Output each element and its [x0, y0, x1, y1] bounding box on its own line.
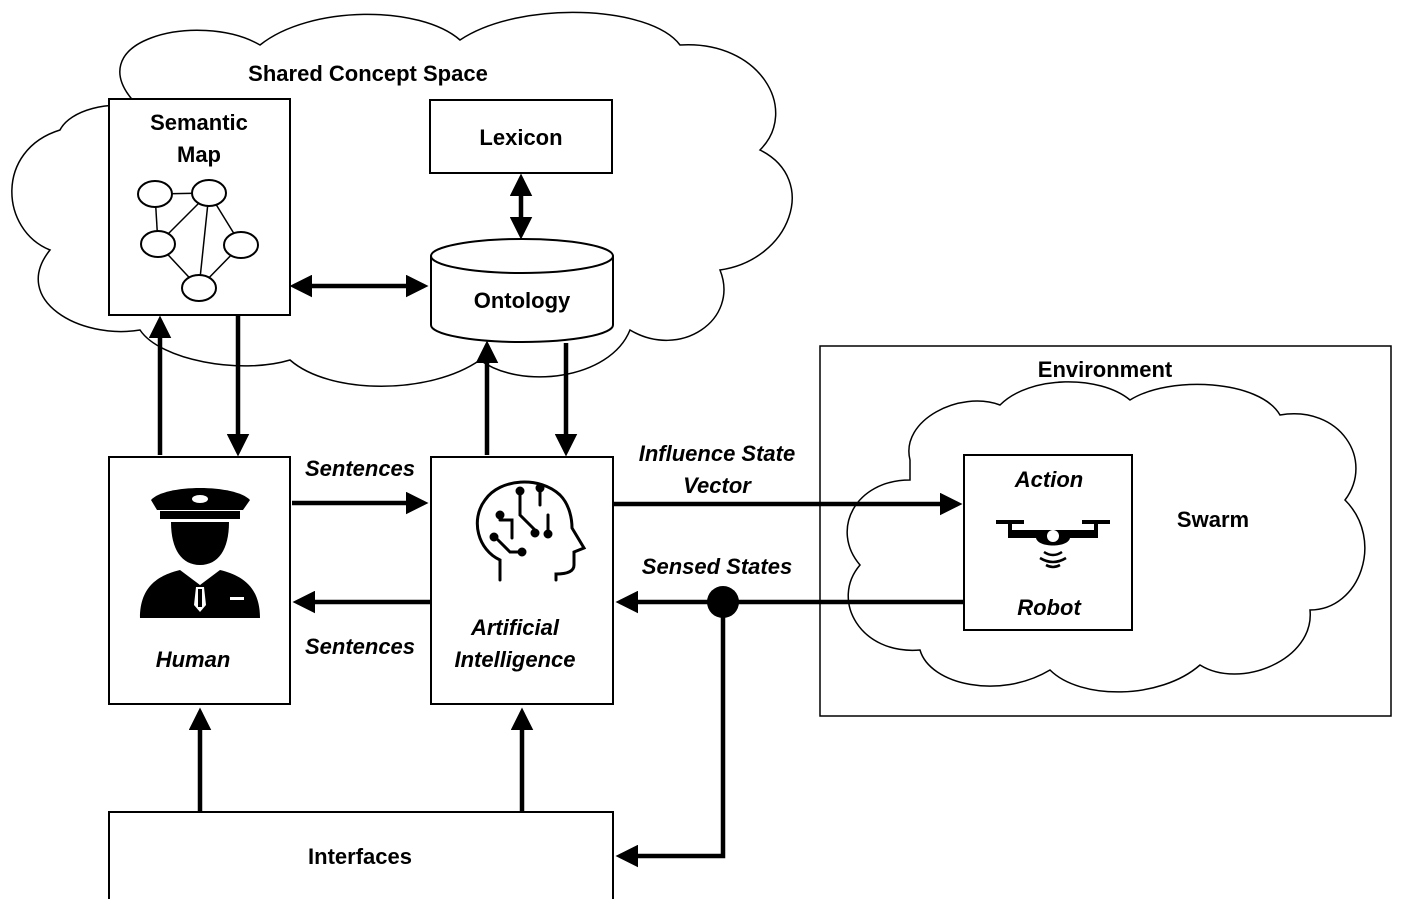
shared-space-title: Shared Concept Space: [248, 61, 488, 86]
semantic-map-title-line2: Map: [177, 142, 221, 167]
robot-label: Robot: [1017, 595, 1082, 620]
ontology-cylinder[interactable]: [430, 238, 614, 343]
robot-action-label: Action: [1014, 467, 1083, 492]
pilot-icon: [140, 488, 260, 618]
ai-box[interactable]: [430, 456, 614, 705]
ai-label-line2: Intelligence: [454, 647, 575, 672]
environment-title: Environment: [1038, 357, 1173, 382]
ontology-label: Ontology: [474, 288, 571, 313]
drone-icon: [996, 520, 1110, 569]
swarm-label: Swarm: [1177, 507, 1249, 532]
ai-head-icon: [475, 480, 587, 582]
sentences-to-ai-label: Sentences: [305, 456, 415, 481]
influence-label-line2: Vector: [683, 473, 752, 498]
ai-label-line1: Artificial: [470, 615, 560, 640]
graph-icon: [137, 179, 259, 302]
semantic-map-title-line1: Semantic: [150, 110, 248, 135]
sensed-states-label: Sensed States: [642, 554, 792, 579]
sentences-to-human-label: Sentences: [305, 634, 415, 659]
influence-label-line1: Influence State: [639, 441, 795, 466]
interfaces-box[interactable]: [108, 811, 614, 899]
lexicon-box[interactable]: [429, 99, 613, 174]
human-label: Human: [156, 647, 231, 672]
lexicon-label: Lexicon: [479, 125, 562, 150]
interfaces-label: Interfaces: [308, 844, 412, 869]
sensed-to-interfaces-arrow: [615, 602, 726, 868]
